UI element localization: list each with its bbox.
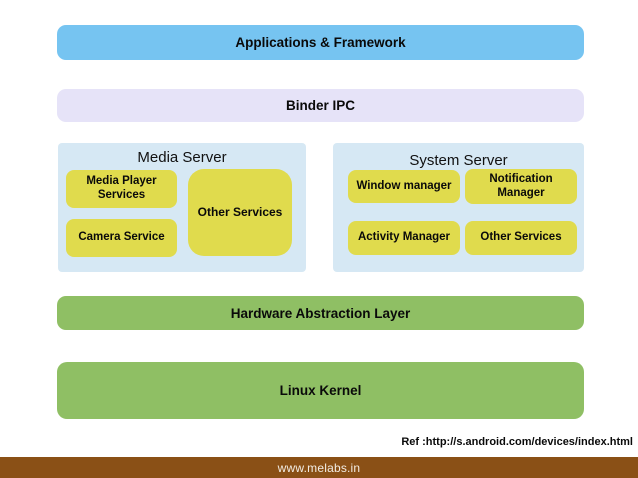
activity-manager-label: Activity Manager [357, 231, 451, 244]
media-server-title: Media Server [137, 149, 227, 166]
footer-bar: www.melabs.in [0, 457, 638, 478]
media-other-services-box: Other Services [188, 169, 292, 256]
footer-website-text: www.melabs.in [277, 460, 361, 475]
layer-binder-ipc-label: Binder IPC [285, 98, 355, 113]
notification-manager-label: Notification Manager [489, 172, 553, 199]
system-other-services-box: Other Services [465, 221, 577, 255]
layer-applications-framework: Applications & Framework [57, 25, 584, 60]
camera-service-box: Camera Service [66, 219, 177, 257]
camera-service-label: Camera Service [78, 231, 165, 244]
layer-binder-ipc: Binder IPC [57, 89, 584, 122]
media-player-services-box: Media Player Services [66, 170, 177, 208]
window-manager-box: Window manager [348, 170, 460, 203]
layer-linux-kernel-label: Linux Kernel [279, 383, 362, 398]
reference-url-text: Ref :http://s.android.com/devices/index.… [401, 436, 633, 448]
layer-linux-kernel: Linux Kernel [57, 362, 584, 419]
layer-applications-framework-label: Applications & Framework [235, 35, 406, 50]
media-server-container: Media Server Media Player Services Camer… [58, 143, 306, 272]
system-server-container: System Server Window manager Notificatio… [333, 143, 584, 272]
notification-manager-box: Notification Manager [465, 169, 577, 204]
layer-hardware-abstraction: Hardware Abstraction Layer [57, 296, 584, 330]
window-manager-label: Window manager [356, 179, 452, 192]
system-other-services-label: Other Services [480, 231, 562, 244]
activity-manager-box: Activity Manager [348, 221, 460, 255]
media-player-services-label: Media Player Services [86, 175, 157, 201]
system-server-title: System Server [409, 152, 508, 169]
layer-hardware-abstraction-label: Hardware Abstraction Layer [230, 305, 411, 321]
media-other-services-label: Other Services [197, 205, 283, 220]
